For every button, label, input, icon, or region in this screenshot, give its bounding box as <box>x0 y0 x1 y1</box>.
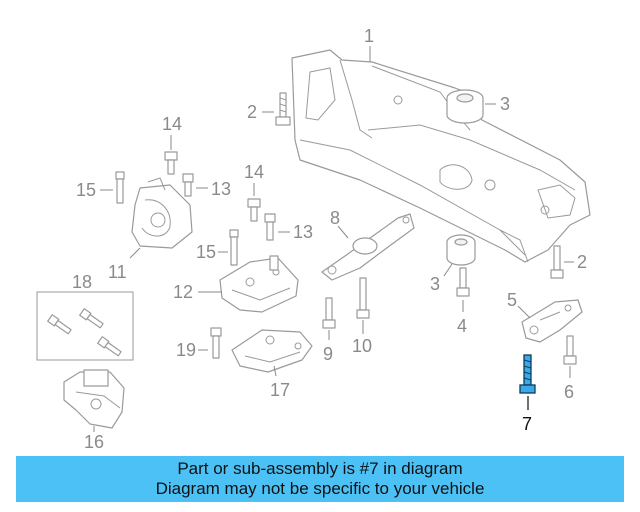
callout-15-left: 15 <box>76 180 96 200</box>
callout-9: 9 <box>323 344 333 364</box>
callout-5: 5 <box>507 290 517 310</box>
mount-part-16 <box>63 369 125 429</box>
bolt-part-7-highlighted <box>519 354 536 394</box>
banner-line-1: Part or sub-assembly is #7 in diagram <box>177 459 463 478</box>
callout-18: 18 <box>72 272 92 292</box>
plate-part-17 <box>231 329 313 373</box>
callout-12: 12 <box>173 282 193 302</box>
bolt-part-2-right <box>550 245 564 279</box>
callout-10: 10 <box>352 336 372 356</box>
callout-6: 6 <box>564 382 574 402</box>
callout-17: 17 <box>270 380 290 400</box>
link-part-8 <box>321 213 415 281</box>
callout-3-lower: 3 <box>430 274 440 294</box>
nut-part-13-left <box>182 173 194 197</box>
bushing-part-3-lower <box>446 234 476 266</box>
bushing-part-3-upper <box>446 89 484 124</box>
nut-part-14-mid <box>247 198 261 222</box>
parts-diagram: 1 3 2 14 15 13 11 14 <box>36 26 591 452</box>
callout-8: 8 <box>330 208 340 228</box>
callout-16: 16 <box>84 432 104 452</box>
callout-1: 1 <box>364 26 374 46</box>
bolt-part-15-mid <box>229 229 239 266</box>
bolt-part-2-upper <box>275 92 291 126</box>
leader-8 <box>337 225 349 239</box>
callout-13-left: 13 <box>211 179 231 199</box>
bolt-part-10 <box>356 277 370 319</box>
leader-11 <box>129 247 141 259</box>
bolt-part-9 <box>322 297 336 329</box>
subframe-part-1 <box>291 49 591 263</box>
callout-11: 11 <box>108 262 127 282</box>
kit-bolts-part-18 <box>47 308 122 357</box>
callout-3-upper: 3 <box>500 94 510 114</box>
leader-5 <box>517 305 531 319</box>
bracket-part-5 <box>521 299 583 343</box>
bolt-part-6 <box>563 335 577 365</box>
mount-part-11 <box>131 177 193 249</box>
callout-7: 7 <box>522 414 532 434</box>
bolt-part-15-left <box>115 171 125 204</box>
bolt-part-4 <box>456 267 470 297</box>
callout-4: 4 <box>457 316 467 336</box>
callout-13-mid: 13 <box>293 222 313 242</box>
banner-line-2: Diagram may not be specific to your vehi… <box>155 479 485 498</box>
nut-part-14-left <box>164 151 178 175</box>
leader-3-lower <box>443 263 453 277</box>
callout-14-mid: 14 <box>244 162 264 182</box>
bolt-part-19 <box>210 327 222 359</box>
callout-14-left: 14 <box>162 114 182 134</box>
leader-17 <box>273 365 277 377</box>
callout-2-upper: 2 <box>247 102 257 122</box>
callout-19: 19 <box>176 340 196 360</box>
callout-15-mid: 15 <box>196 242 216 262</box>
callout-2-right: 2 <box>577 252 587 272</box>
nut-part-13-mid <box>264 213 276 241</box>
bracket-part-12 <box>219 255 299 313</box>
info-banner: Part or sub-assembly is #7 in diagram Di… <box>16 456 624 502</box>
